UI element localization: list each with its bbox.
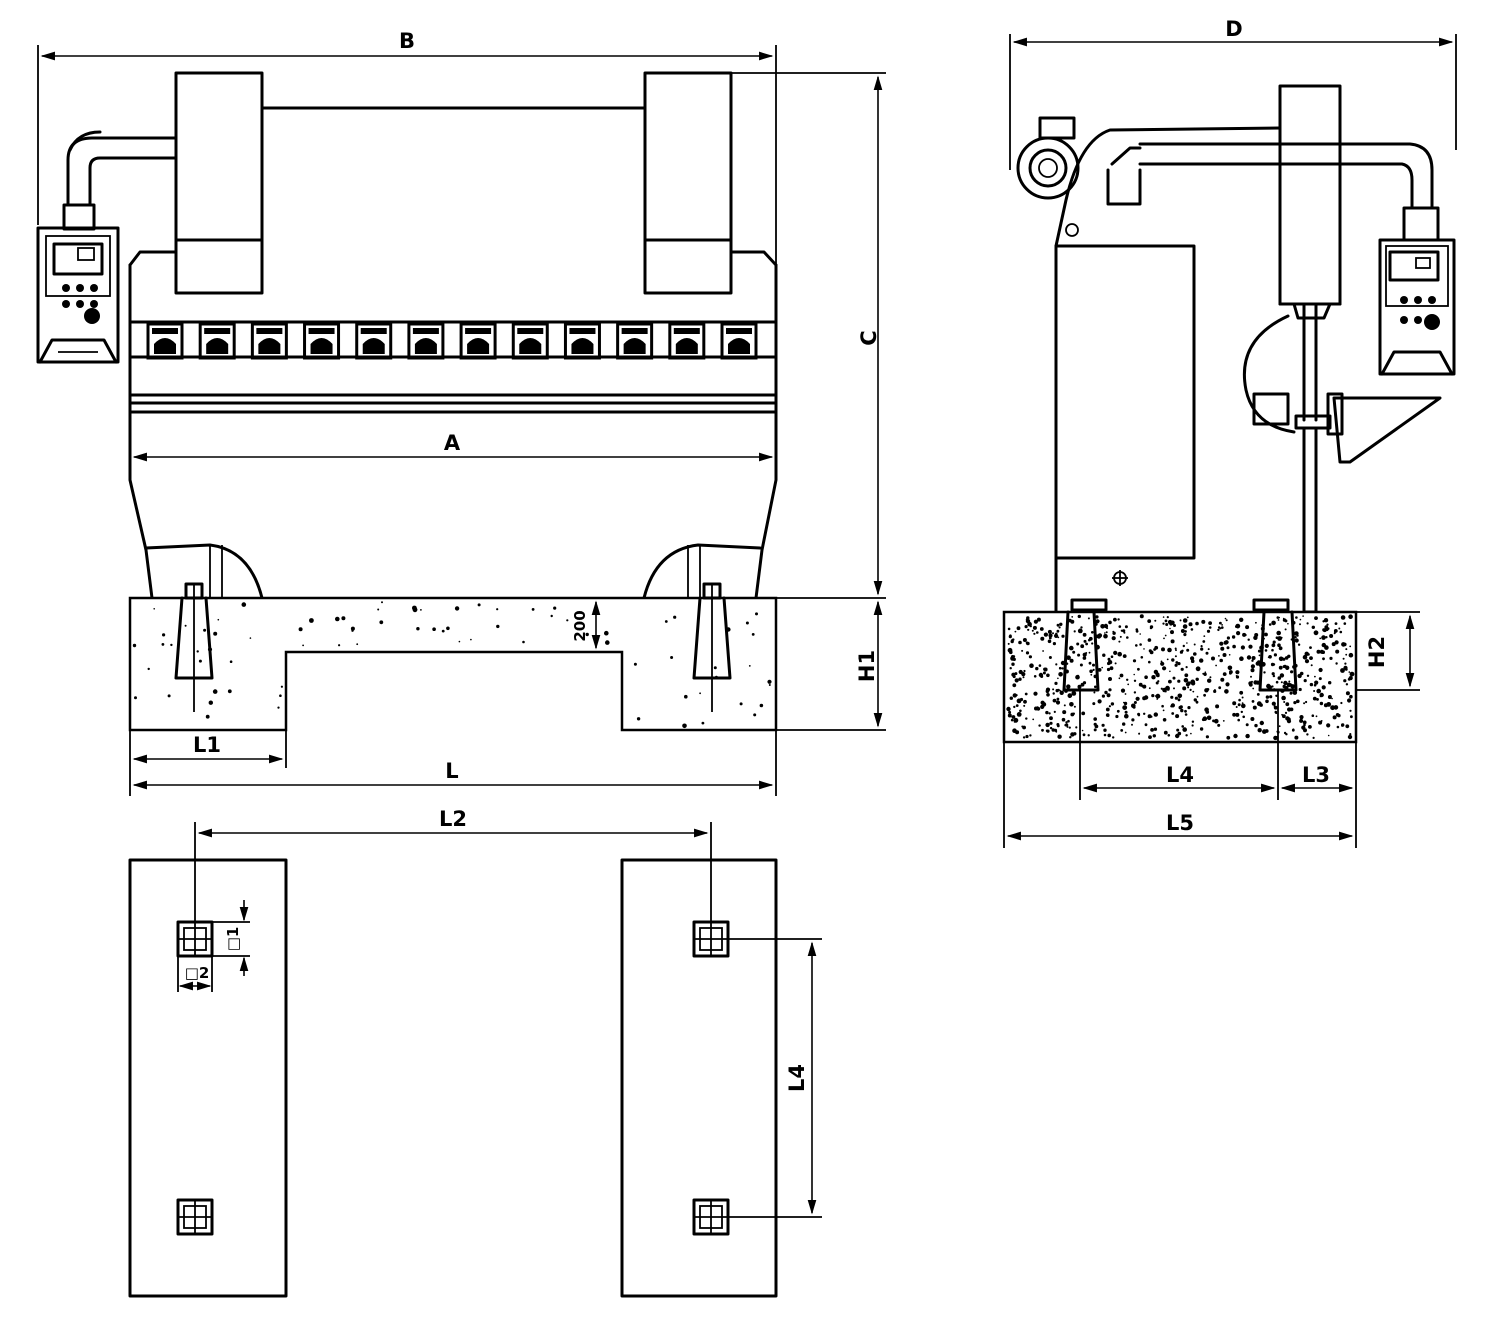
label-square-2: □2 — [185, 964, 210, 982]
label-d: D — [1225, 17, 1242, 41]
ram-cylinder — [250, 322, 288, 360]
ram-cylinder — [355, 322, 393, 360]
label-l1: L1 — [193, 733, 221, 757]
ram-cylinders — [146, 322, 758, 360]
ram-cylinder — [720, 322, 758, 360]
foundation-front: 200 H1 L1 L — [128, 582, 886, 796]
label-h2: H2 — [1365, 636, 1389, 668]
front-view: B — [36, 29, 886, 796]
ram-cylinder — [459, 322, 497, 360]
upper-beam — [128, 320, 778, 414]
anchor-square-br — [692, 1198, 730, 1236]
label-h1: H1 — [855, 650, 879, 682]
plan-view: L2 □1 □2 L4 — [128, 807, 822, 1298]
label-b: B — [399, 29, 415, 53]
anchor-square-bl — [176, 1198, 214, 1236]
label-l3: L3 — [1302, 763, 1330, 787]
label-c: C — [857, 330, 881, 345]
ram-cylinder — [146, 322, 184, 360]
dimension-c: C — [731, 72, 886, 599]
ram-cylinder — [407, 322, 445, 360]
control-pedestal-left — [36, 130, 178, 364]
label-l5: L5 — [1166, 811, 1194, 835]
label-200: 200 — [571, 610, 589, 641]
lower-body — [128, 410, 778, 600]
label-l4-side: L4 — [1166, 763, 1194, 787]
label-l2: L2 — [439, 807, 467, 831]
dimension-b: B — [37, 29, 777, 265]
anchor-square-tr — [692, 920, 730, 958]
ram-cylinder — [303, 322, 341, 360]
ram-cylinder — [616, 322, 654, 360]
ram-cylinder — [668, 322, 706, 360]
ram-cylinder — [563, 322, 601, 360]
label-square-1: □1 — [224, 927, 242, 952]
ram-cylinder — [198, 322, 236, 360]
upper-frame — [128, 71, 778, 417]
dimension-a: A — [132, 431, 774, 462]
side-view: D — [1002, 17, 1457, 848]
label-l: L — [445, 759, 458, 783]
label-l4-plan: L4 — [785, 1064, 809, 1092]
ram-cylinder — [511, 322, 549, 360]
anchor-square-tl — [176, 920, 214, 958]
label-a: A — [444, 431, 461, 455]
